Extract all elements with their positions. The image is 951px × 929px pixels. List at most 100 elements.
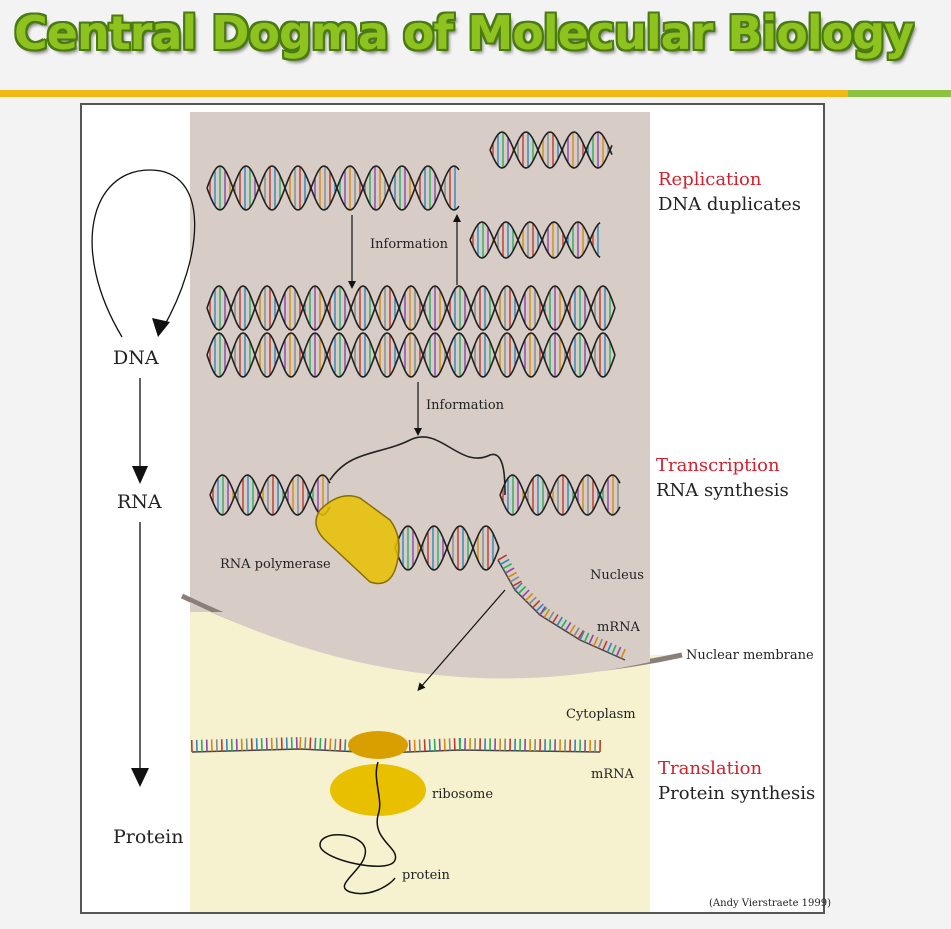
title-underline-green bbox=[848, 90, 951, 97]
protein-chain-label: protein bbox=[402, 868, 450, 883]
nucleotide bbox=[552, 614, 559, 624]
nucleotide bbox=[433, 738, 436, 751]
dna-label: DNA bbox=[113, 347, 159, 369]
nucleotide bbox=[428, 739, 431, 752]
nucleotide bbox=[438, 738, 441, 751]
nucleotide bbox=[423, 739, 426, 752]
sugar-phosphate-backbone bbox=[206, 285, 616, 331]
mrna-cytoplasm-label: mRNA bbox=[591, 767, 634, 782]
nucleotide bbox=[309, 737, 312, 750]
nucleotide bbox=[547, 611, 555, 621]
nucleotide bbox=[329, 738, 332, 751]
nucleotide bbox=[514, 582, 523, 591]
nucleotide bbox=[577, 629, 585, 640]
sugar-phosphate-backbone bbox=[206, 285, 616, 331]
replication-loop-arrow bbox=[91, 169, 196, 338]
replication-title: Replication bbox=[658, 169, 762, 190]
sugar-phosphate-backbone bbox=[489, 131, 613, 169]
nucleotide bbox=[507, 571, 517, 579]
slide-title: Central Dogma of Molecular Biology bbox=[14, 6, 914, 60]
ribosome-label: ribosome bbox=[432, 787, 494, 802]
dna-helix-copy-1 bbox=[206, 285, 616, 331]
nucleotide bbox=[408, 739, 411, 752]
nucleotide bbox=[448, 738, 451, 751]
sugar-phosphate-backbone bbox=[469, 221, 601, 259]
nucleotide bbox=[528, 596, 537, 605]
mrna-nucleus-label: mRNA bbox=[597, 620, 640, 635]
mrna-export-arrow bbox=[417, 589, 506, 692]
rna-label: RNA bbox=[117, 491, 162, 513]
sugar-phosphate-backbone bbox=[206, 332, 616, 378]
nucleotide bbox=[418, 739, 421, 752]
nucleotide bbox=[443, 738, 446, 751]
nucleotide bbox=[497, 554, 508, 561]
nucleotide bbox=[525, 592, 534, 602]
nucleotide bbox=[579, 630, 585, 641]
sugar-phosphate-backbone bbox=[206, 332, 616, 378]
dna-helix-daughter-lower bbox=[469, 221, 601, 259]
dna-helix-parent bbox=[206, 165, 460, 211]
nucleotide bbox=[314, 737, 317, 750]
dna-helix-transcription bbox=[209, 436, 621, 571]
protein-label: Protein bbox=[113, 826, 184, 848]
rna-polymerase-shape bbox=[315, 495, 400, 585]
nucleotide bbox=[620, 648, 626, 659]
title-underline-yellow bbox=[0, 90, 848, 97]
nucleotide bbox=[500, 558, 510, 566]
replication-desc: DNA duplicates bbox=[658, 194, 801, 215]
sugar-phosphate-backbone bbox=[209, 474, 331, 516]
template-strand-open bbox=[329, 436, 506, 496]
nucleotide bbox=[521, 589, 530, 598]
nucleotide bbox=[502, 563, 512, 570]
sugar-phosphate-backbone bbox=[499, 474, 621, 516]
nucleotide bbox=[509, 576, 520, 583]
mrna-strand-nucleus bbox=[497, 554, 626, 661]
information-label-1: Information bbox=[370, 237, 449, 252]
ribosome-small-subunit bbox=[348, 731, 408, 759]
nucleotide bbox=[539, 606, 546, 616]
protein-chain bbox=[319, 761, 397, 895]
nucleotide bbox=[505, 567, 515, 574]
nucleotide bbox=[543, 608, 551, 619]
sugar-phosphate-backbone bbox=[394, 525, 500, 571]
nucleotide bbox=[611, 644, 617, 655]
nucleotide bbox=[556, 616, 563, 627]
transcription-title: Transcription bbox=[656, 455, 780, 476]
nucleotide bbox=[319, 737, 322, 751]
information-label-2: Information bbox=[426, 398, 505, 413]
nucleotide bbox=[560, 619, 568, 629]
nucleotide bbox=[573, 627, 580, 637]
nucleotide bbox=[588, 634, 594, 645]
nucleotide bbox=[517, 585, 527, 595]
translation-title: Translation bbox=[658, 758, 763, 779]
nucleotide bbox=[606, 642, 613, 653]
transcription-desc: RNA synthesis bbox=[656, 480, 789, 501]
nucleotide bbox=[339, 738, 342, 752]
translation-desc: Protein synthesis bbox=[658, 783, 816, 804]
nucleotide bbox=[324, 738, 327, 751]
nucleotide bbox=[512, 580, 522, 587]
cytoplasm-label: Cytoplasm bbox=[566, 707, 636, 722]
nucleotide bbox=[602, 640, 608, 651]
nucleotide bbox=[564, 621, 572, 632]
nucleotide bbox=[583, 632, 590, 643]
nucleotide bbox=[532, 600, 541, 609]
nucleotide bbox=[344, 739, 347, 752]
nucleus-label: Nucleus bbox=[590, 568, 644, 583]
nuclear-membrane-label: Nuclear membrane bbox=[686, 648, 814, 663]
sugar-phosphate-backbone bbox=[469, 221, 601, 259]
nucleotide bbox=[569, 624, 576, 634]
sugar-phosphate-backbone bbox=[489, 131, 613, 169]
nucleotide bbox=[535, 603, 544, 612]
nucleotide bbox=[304, 737, 307, 750]
nucleotide bbox=[615, 646, 622, 657]
sugar-phosphate-backbone bbox=[206, 165, 460, 211]
nucleotide bbox=[299, 736, 302, 750]
nucleotide bbox=[334, 738, 337, 751]
dna-helix-daughter-upper bbox=[489, 131, 613, 169]
nucleotide bbox=[592, 636, 599, 647]
sugar-phosphate-backbone bbox=[206, 165, 460, 211]
dna-helix-copy-2 bbox=[206, 332, 616, 378]
nucleotide bbox=[413, 739, 416, 752]
